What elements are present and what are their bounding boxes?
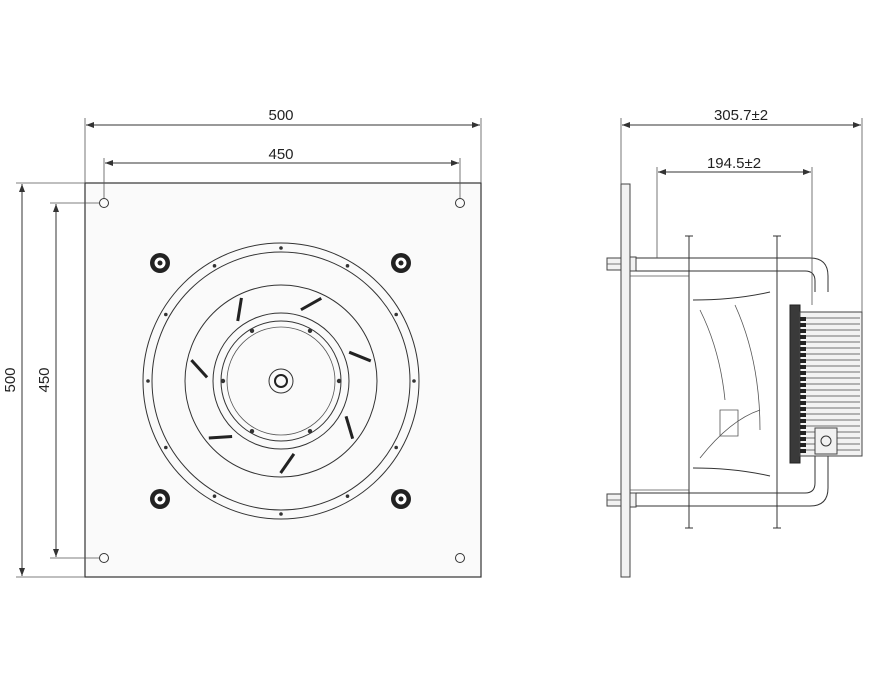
rotor-screw — [220, 378, 226, 384]
rotor-screws — [220, 328, 342, 434]
rivet-dot — [279, 512, 283, 516]
rotor-screw — [336, 378, 342, 384]
motor-cooling-fins — [800, 317, 860, 453]
fin-root — [800, 413, 806, 417]
impeller-blade — [344, 415, 355, 440]
fan-bolt-bottom-left — [150, 489, 170, 509]
fan-bolt-top-right — [391, 253, 411, 273]
side-bolt-bottom — [606, 492, 637, 508]
fin-root — [800, 323, 806, 327]
fin-root — [800, 437, 806, 441]
rivet-dot — [279, 246, 283, 250]
side-mounting-plate — [620, 183, 631, 578]
support-bracket-top — [636, 257, 829, 292]
fin-root — [800, 407, 806, 411]
fin-root — [800, 419, 806, 423]
fin-root — [800, 371, 806, 375]
rotor-screw — [307, 429, 313, 434]
mounting-hole-bottom-right — [455, 553, 465, 563]
rivet-dot — [394, 445, 398, 450]
mounting-hole-top-left — [99, 198, 109, 208]
shaft-ring — [268, 368, 294, 394]
mounting-plate — [84, 182, 482, 578]
fin-root — [800, 377, 806, 381]
impeller-blade — [279, 453, 296, 474]
impeller-blade — [208, 435, 233, 440]
impeller-outer — [184, 284, 378, 478]
rivet-dot — [146, 379, 150, 383]
fin-root — [800, 389, 806, 393]
rivet-dot — [164, 445, 168, 450]
inlet-ring-inner — [151, 251, 411, 511]
fan-bolt-bottom-right — [391, 489, 411, 509]
impeller-blade — [348, 350, 372, 363]
fin-root — [800, 425, 806, 429]
rotor-screw — [307, 328, 313, 333]
rivet-dot — [394, 312, 398, 317]
rivet-dot — [212, 494, 217, 498]
dimension-label-width-500: 500 — [268, 107, 293, 124]
fin-root — [800, 329, 806, 333]
fin-root — [800, 347, 806, 351]
fin-root — [800, 341, 806, 345]
impeller-blade — [236, 297, 243, 322]
support-bracket-bottom — [636, 450, 829, 507]
impeller-blade — [300, 296, 323, 312]
rotor-screw — [249, 328, 255, 333]
motor-terminal-box — [814, 427, 838, 455]
fin-root — [800, 365, 806, 369]
shaft-icon — [274, 374, 288, 388]
fin-root — [800, 317, 806, 321]
inlet-ring-rivets — [146, 246, 416, 516]
impeller-blades — [190, 296, 372, 474]
motor-flange — [789, 304, 801, 464]
fin-root — [800, 449, 806, 453]
mounting-hole-bottom-left — [99, 553, 109, 563]
dimension-label-width-450: 450 — [268, 146, 293, 163]
fin-root — [800, 443, 806, 447]
rivet-dot — [345, 264, 350, 268]
rivet-dot — [412, 379, 416, 383]
inlet-ring-outer — [142, 242, 420, 520]
dimension-label-height-500: 500 — [2, 367, 19, 392]
impeller-hub-ring — [212, 312, 350, 450]
dimension-label-depth-motor: 194.5±2 — [707, 155, 761, 172]
fin-root — [800, 383, 806, 387]
dimension-label-height-450: 450 — [36, 367, 53, 392]
impeller-side — [685, 235, 781, 529]
fin-root — [800, 359, 806, 363]
rotor-screw — [249, 429, 255, 434]
dimension-label-depth-total: 305.7±2 — [714, 107, 768, 124]
rivet-dot — [345, 494, 350, 498]
rivet-dot — [212, 264, 217, 268]
side-bolt-top — [606, 256, 637, 272]
fan-bolt-top-left — [150, 253, 170, 273]
fin-root — [800, 431, 806, 435]
motor-rotor-inner — [226, 326, 336, 436]
impeller-blade — [190, 359, 209, 379]
fin-root — [800, 401, 806, 405]
side-view: 305.7±2 194.5±2 — [606, 107, 863, 578]
rivet-dot — [164, 312, 168, 317]
fin-root — [800, 395, 806, 399]
mounting-hole-top-right — [455, 198, 465, 208]
fin-root — [800, 353, 806, 357]
front-view: 500 450 500 450 — [2, 107, 482, 578]
fin-root — [800, 335, 806, 339]
